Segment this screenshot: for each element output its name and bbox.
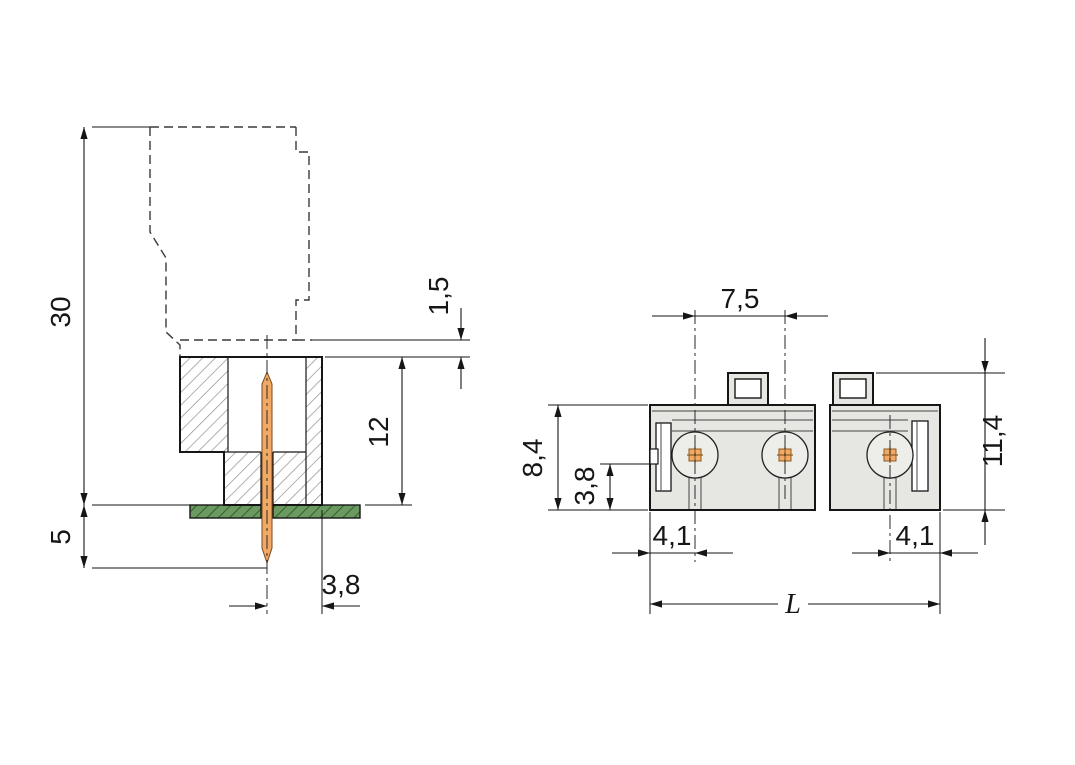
dim-front-last-pole-offset: 4,1	[852, 512, 978, 614]
clamp-slot-right	[911, 420, 929, 492]
dim-label-side-pin-to-edge: 3,8	[322, 569, 361, 600]
clamp-slot-left	[649, 422, 672, 492]
dim-label-side-total-height: 30	[45, 296, 76, 327]
dim-front-first-pole-offset: 4,1	[612, 512, 733, 614]
dim-label-front-pin-to-bottom: 3,8	[569, 467, 600, 506]
dim-side-flange-gap: 1,5	[312, 277, 470, 389]
dim-side-total-height: 30	[45, 126, 192, 506]
housing-section-hatch	[180, 357, 322, 505]
housing-section-outline	[179, 356, 323, 506]
dim-label-side-housing-height: 12	[363, 416, 394, 447]
dim-front-pin-to-bottom: 3,8	[569, 463, 652, 510]
dim-side-pin-to-edge: 3,8	[229, 510, 360, 614]
latch-left	[727, 372, 769, 406]
dim-label-front-housing-height: 8,4	[517, 439, 548, 478]
front-view: 7,5 8,4 3,8 11,4	[517, 283, 1008, 620]
dim-label-front-first-pole-offset: 4,1	[653, 520, 692, 551]
dim-label-side-flange-gap: 1,5	[423, 277, 454, 316]
pcb-board	[189, 504, 361, 519]
dim-front-total-length: L	[650, 589, 940, 620]
phantom-mating-connector-outline	[149, 126, 312, 357]
dim-label-front-last-pole-offset: 4,1	[896, 520, 935, 551]
dim-side-pin-below-board: 5	[45, 505, 267, 569]
housing-front	[649, 404, 941, 511]
dim-side-housing-height: 12	[363, 357, 412, 506]
solder-pin	[261, 335, 273, 614]
dim-label-front-total-height: 11,4	[977, 415, 1008, 467]
dim-front-pole-pitch: 7,5	[652, 283, 828, 320]
dim-front-housing-height: 8,4	[517, 404, 648, 511]
dim-label-side-pin-below-board: 5	[45, 529, 76, 545]
front-centerlines	[694, 310, 891, 562]
dim-label-front-pole-pitch: 7,5	[721, 283, 760, 314]
side-view: 30 5 1,5 12 3,8	[45, 126, 470, 614]
latch-right	[832, 372, 874, 406]
dim-front-total-height: 11,4	[876, 338, 1008, 545]
dim-label-front-total-length: L	[784, 589, 801, 620]
edge-notch	[649, 448, 659, 465]
